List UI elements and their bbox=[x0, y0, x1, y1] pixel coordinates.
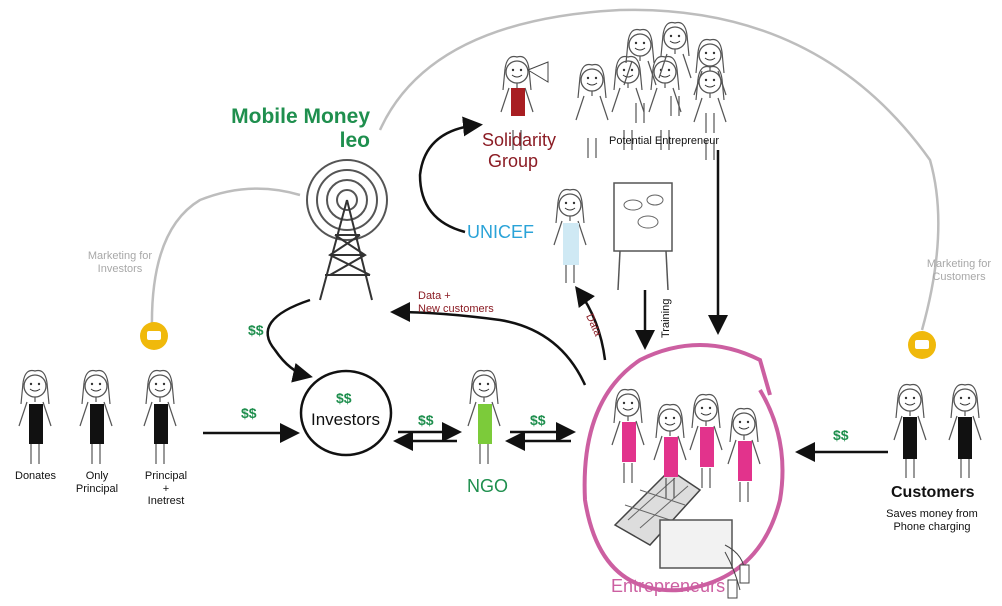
unicef-trainer-figure bbox=[553, 188, 587, 284]
mobile-money-line1: Mobile Money bbox=[231, 105, 370, 128]
entrepreneurs-group bbox=[611, 388, 761, 503]
unicef-label: UNICEF bbox=[467, 222, 534, 242]
funders-money-label: $$ bbox=[241, 405, 257, 421]
solidarity-line1: Solidarity bbox=[482, 130, 557, 150]
solar-panel-icon bbox=[613, 469, 702, 546]
investors-money-label: $$ bbox=[336, 390, 352, 406]
funder-only-principal-figure bbox=[79, 369, 113, 465]
principal-line3: Inetrest bbox=[147, 495, 185, 508]
marketing-investors-label: Marketing for Investors bbox=[72, 250, 168, 275]
customers-savings-label: Saves money from Phone charging bbox=[876, 508, 988, 533]
arrow-tower-investors bbox=[266, 298, 313, 383]
speech-bubble-icon bbox=[140, 322, 168, 350]
mobile-money-line2: leo bbox=[339, 129, 370, 153]
only-principal-line1: Only bbox=[85, 470, 109, 482]
saves-line1: Saves money from bbox=[886, 508, 978, 520]
arrow-unicef-solidarity bbox=[418, 116, 483, 234]
principal-line1: Principal bbox=[144, 470, 188, 482]
ngo-figure bbox=[467, 369, 501, 465]
entrepreneurs-circle bbox=[582, 343, 785, 593]
donates-label: Donates bbox=[15, 470, 56, 482]
marketing-customers-line2: Customers bbox=[932, 270, 986, 283]
solidarity-line2: Group bbox=[488, 150, 539, 171]
marketing-customers-line1: Marketing for bbox=[926, 258, 992, 270]
only-principal-line2: Principal bbox=[75, 482, 119, 495]
customers-label: Customers bbox=[891, 484, 975, 501]
data-new-customers-line2: New customers bbox=[418, 302, 494, 315]
tower-money-label: $$ bbox=[248, 322, 264, 338]
arrow-entrepreneurs-tower bbox=[390, 302, 587, 386]
marketing-customers-label: Marketing for Customers bbox=[916, 258, 1002, 283]
entrepreneurs-money-label: $$ bbox=[530, 412, 546, 428]
investors-label: Investors bbox=[311, 410, 380, 429]
training-label: Training bbox=[660, 298, 672, 338]
marketing-arc-investors bbox=[150, 187, 301, 331]
principal-line2: + bbox=[162, 482, 170, 495]
saves-line2: Phone charging bbox=[893, 520, 971, 533]
customers-money-label: $$ bbox=[833, 427, 849, 443]
investors-circle bbox=[299, 369, 393, 457]
customer-figures bbox=[893, 383, 982, 479]
funder-donates-figure bbox=[18, 369, 52, 465]
solidarity-group-label: Solidarity Group bbox=[482, 130, 556, 171]
arrow-entrepreneurs-unicef bbox=[575, 285, 607, 361]
principal-interest-label: Principal + Inetrest bbox=[138, 470, 194, 508]
entrepreneurs-label: Entrepreneurs bbox=[611, 576, 726, 596]
marketing-investors-line1: Marketing for bbox=[87, 250, 153, 262]
marketing-arc-top bbox=[378, 8, 940, 331]
marketing-investors-line2: Investors bbox=[97, 262, 143, 275]
data-new-customers-label: Data + New customers bbox=[418, 290, 494, 315]
ngo-label: NGO bbox=[467, 476, 509, 496]
charging-station-icon bbox=[659, 519, 750, 599]
data-new-customers-line1: Data + bbox=[418, 290, 451, 302]
funder-principal-interest-figure bbox=[143, 369, 177, 465]
only-principal-label: Only Principal bbox=[74, 470, 120, 495]
speech-bubble-icon bbox=[908, 331, 936, 359]
ngo-money-label: $$ bbox=[418, 412, 434, 428]
potential-entrepreneur-label: Potential Entrepreneur bbox=[609, 135, 720, 147]
solidarity-group-figure bbox=[500, 55, 549, 151]
flipchart-icon bbox=[613, 182, 673, 291]
tower-icon bbox=[306, 159, 388, 301]
mobile-money-label: Mobile Money leo bbox=[222, 105, 370, 153]
